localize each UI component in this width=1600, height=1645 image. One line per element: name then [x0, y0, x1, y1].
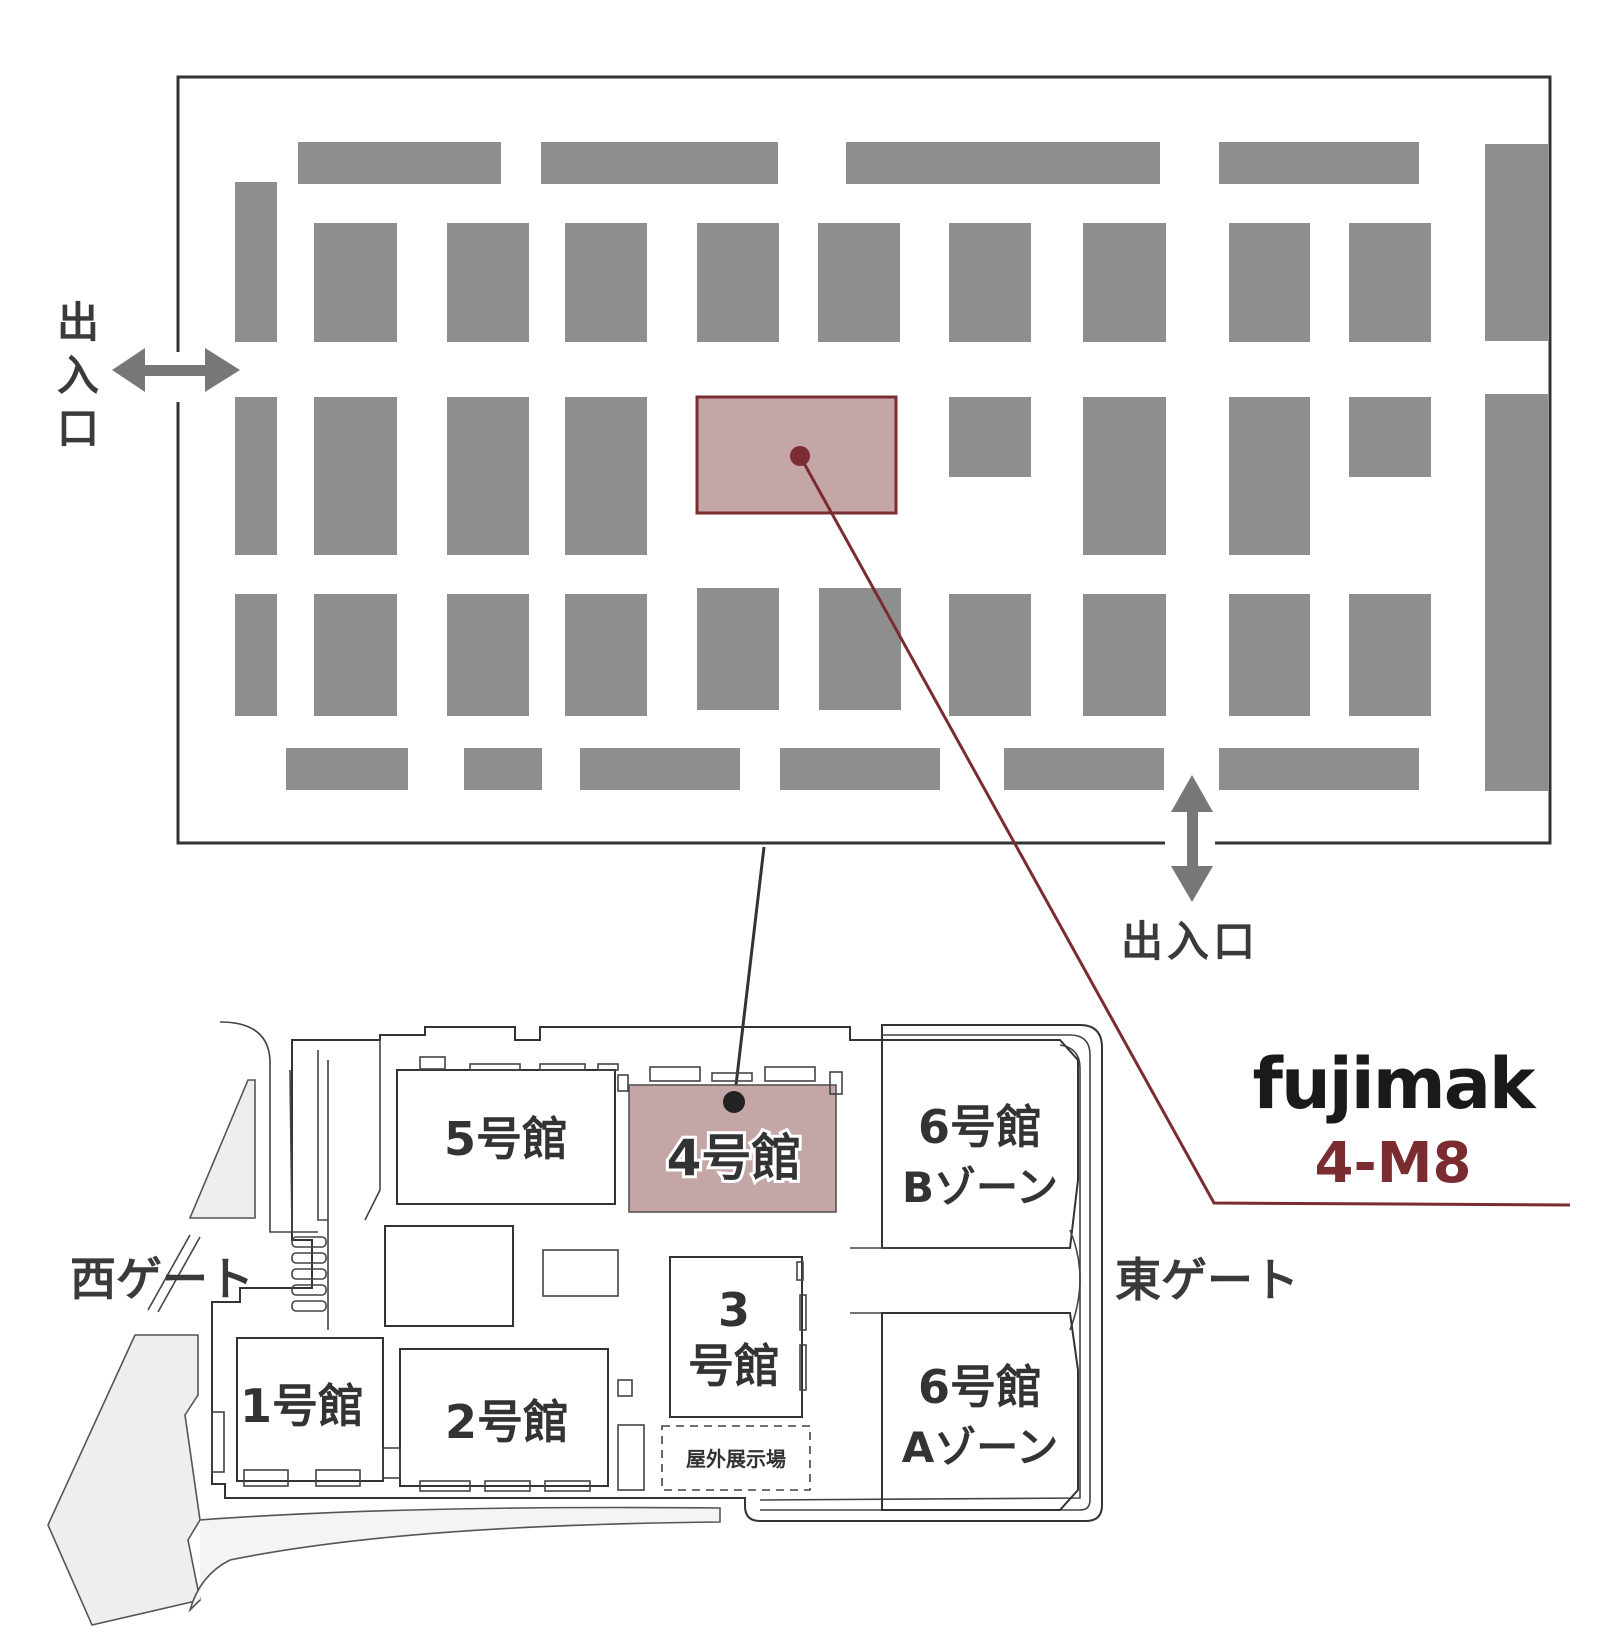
booth: [949, 397, 1031, 477]
booth: [235, 182, 277, 342]
booth-grid: [235, 142, 1548, 791]
hall-4-label: 4号館: [667, 1129, 802, 1187]
site-map: 5号館 4号館 3 号館 屋外展示場: [47, 1021, 1299, 1626]
booth: [447, 594, 529, 716]
hall-6b-label-line2: Bゾーン: [902, 1163, 1058, 1212]
west-stairs: [291, 1236, 327, 1312]
svg-text:口: 口: [57, 404, 99, 453]
hall-4-doors: [617, 1066, 843, 1095]
booth: [565, 223, 647, 342]
west-road-curve: [188, 1506, 721, 1613]
booth: [1229, 397, 1310, 555]
booth: [846, 142, 1160, 184]
booth: [565, 397, 647, 555]
hall-1-doors: [211, 1411, 361, 1487]
hall-5-doors: [419, 1056, 619, 1071]
booth: [1349, 397, 1431, 477]
hall-1-label: 1号館: [240, 1379, 364, 1433]
west-road-top: [219, 1021, 318, 1233]
west-entrance-gap: [174, 352, 182, 402]
booth: [1229, 223, 1310, 342]
svg-text:出: 出: [57, 298, 99, 347]
hall-6-corridor: [850, 1229, 1081, 1331]
booth: [447, 223, 529, 342]
booth: [447, 397, 529, 555]
booth: [818, 223, 900, 342]
booth: [1219, 142, 1419, 184]
booth: [286, 748, 408, 790]
outdoor-exhibition-area[interactable]: [661, 1425, 811, 1491]
west-road: [47, 1334, 201, 1626]
hall-4-marker-dot: [723, 1091, 745, 1113]
hall-5-label: 5号館: [444, 1112, 568, 1166]
hall-2-label: 2号館: [445, 1395, 569, 1449]
central-plaza: [542, 1249, 619, 1297]
west-entrance-label: 出 入 口: [57, 298, 99, 453]
booth: [235, 397, 277, 555]
exhibitor-brand[interactable]: fujimak: [1252, 1043, 1538, 1125]
hall-6b-label-line1: 6号館: [918, 1100, 1042, 1154]
booth: [1349, 594, 1431, 716]
booth: [1083, 223, 1166, 342]
west-gate-label[interactable]: 西ゲート: [70, 1252, 254, 1306]
booth: [314, 397, 397, 555]
booth: [1485, 394, 1548, 791]
booth: [1229, 594, 1310, 716]
hall-6a-label-line2: Aゾーン: [902, 1423, 1058, 1472]
booth: [541, 142, 778, 184]
west-ramp: [188, 1079, 256, 1219]
west-gate-lines: [147, 1234, 201, 1313]
svg-text:入: 入: [57, 351, 99, 400]
booth: [1083, 397, 1166, 555]
south-entrance-arrow: [1171, 775, 1213, 902]
hall-1[interactable]: [236, 1337, 384, 1482]
booth: [1004, 748, 1164, 790]
booth: [565, 594, 647, 716]
hall-6a[interactable]: [881, 1312, 1079, 1511]
booth: [1219, 748, 1419, 790]
booth: [464, 748, 542, 790]
booth: [697, 588, 779, 710]
zoom-connector-line: [732, 846, 766, 1103]
booth: [1349, 223, 1431, 342]
booth-callout-line: [798, 455, 1571, 1207]
hall-3-label-line1: 3: [718, 1283, 750, 1337]
central-building: [384, 1225, 514, 1327]
outdoor-exhibition-label: 屋外展示場: [686, 1447, 786, 1471]
booth: [235, 594, 277, 716]
hall-6a-label-line1: 6号館: [918, 1360, 1042, 1414]
booth: [949, 594, 1031, 716]
hall-3[interactable]: [669, 1256, 803, 1418]
booth: [780, 748, 940, 790]
complex-inner-outline: [760, 1034, 1091, 1511]
booth: [949, 223, 1031, 342]
booth: [298, 142, 501, 184]
booth: [697, 223, 779, 342]
booth: [819, 588, 901, 710]
hall-floor-plan: 出 入 口 出入口: [57, 75, 1552, 966]
booth: [314, 594, 397, 716]
west-entrance-arrow: [112, 348, 240, 392]
west-corridor: [317, 1040, 381, 1330]
booth: [1083, 594, 1166, 716]
hall-2[interactable]: [399, 1348, 609, 1487]
east-gate-label[interactable]: 東ゲート: [1115, 1253, 1299, 1307]
hall-3-doors: [796, 1261, 807, 1391]
booth-number: 4-M8: [1315, 1131, 1472, 1196]
hall-2-doors: [382, 1379, 645, 1492]
south-entrance-label: 出入口: [1121, 917, 1259, 966]
booth: [1485, 144, 1548, 341]
hall-3-label-line2: 号館: [688, 1339, 780, 1393]
complex-outline: [211, 1024, 1103, 1522]
booth: [314, 223, 397, 342]
booth: [580, 748, 740, 790]
